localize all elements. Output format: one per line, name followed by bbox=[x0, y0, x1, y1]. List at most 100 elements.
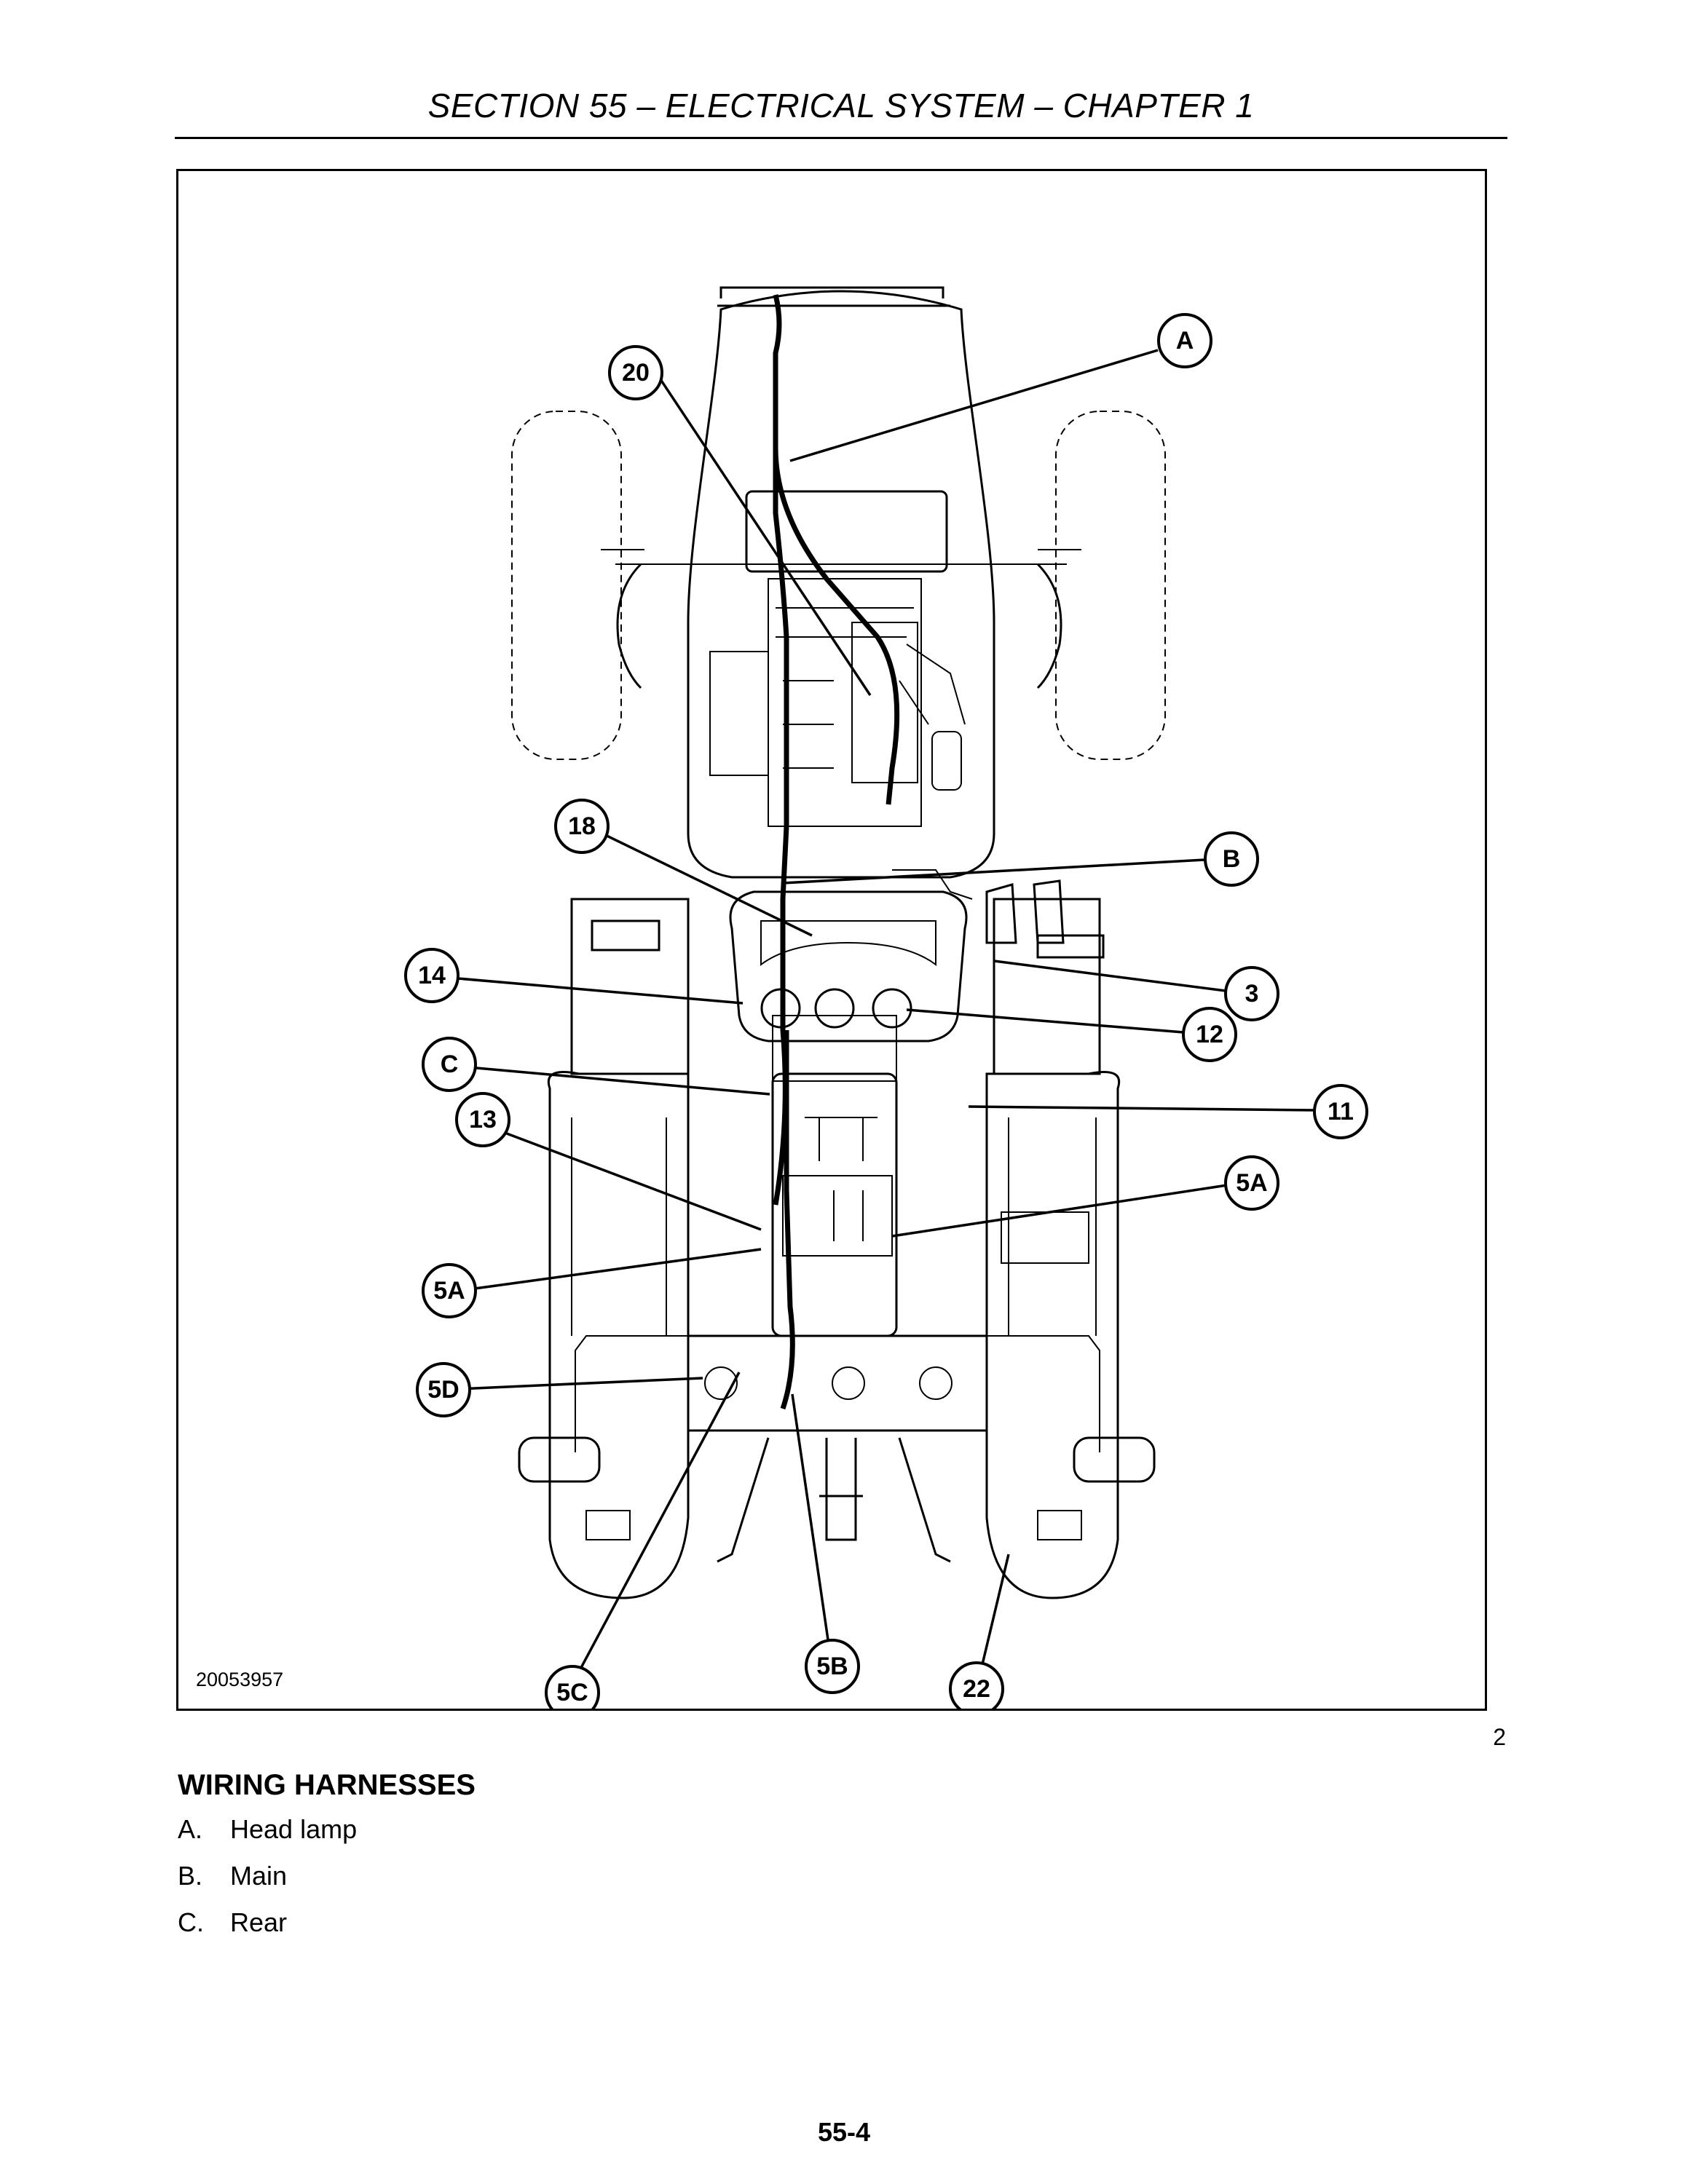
hydraulic-block bbox=[782, 1175, 893, 1257]
legend-text: Main bbox=[230, 1861, 288, 1891]
engine-details bbox=[776, 607, 966, 769]
svg-text:5A: 5A bbox=[1236, 1169, 1267, 1197]
instrument-cluster bbox=[760, 920, 936, 966]
callout-11: 11 bbox=[1313, 1084, 1368, 1139]
svg-text:22: 22 bbox=[963, 1675, 990, 1703]
right-rear-lamp-bracket bbox=[1037, 1510, 1082, 1540]
svg-text:3: 3 bbox=[1245, 980, 1259, 1008]
engine-filter bbox=[931, 731, 962, 791]
leader-C bbox=[468, 1066, 770, 1096]
leader-A bbox=[789, 349, 1159, 462]
leader-14 bbox=[449, 976, 744, 1005]
leader-5B bbox=[791, 1393, 832, 1655]
svg-text:5B: 5B bbox=[816, 1653, 848, 1680]
left-lower-link bbox=[717, 1437, 770, 1563]
callout-C: C bbox=[422, 1037, 477, 1092]
left-fender bbox=[548, 1071, 690, 1599]
legend-text: Head lamp bbox=[230, 1814, 358, 1844]
left-tail-lamp bbox=[518, 1436, 601, 1483]
svg-text:5D: 5D bbox=[427, 1376, 459, 1404]
svg-text:11: 11 bbox=[1328, 1098, 1354, 1125]
leader-11 bbox=[968, 1105, 1315, 1112]
leader-22 bbox=[978, 1554, 1010, 1677]
legend-letter: C. bbox=[178, 1907, 204, 1937]
left-rear-lamp-bracket bbox=[585, 1510, 631, 1540]
front-right-tire bbox=[1055, 411, 1166, 760]
callout-3: 3 bbox=[1224, 966, 1279, 1021]
right-lower-link bbox=[898, 1437, 951, 1563]
svg-text:C: C bbox=[441, 1051, 459, 1078]
left-steering-arm bbox=[616, 563, 642, 689]
engine-side-left bbox=[709, 651, 769, 776]
transmission-details bbox=[805, 1117, 877, 1241]
gauge-center bbox=[814, 988, 855, 1029]
svg-text:12: 12 bbox=[1196, 1021, 1223, 1048]
page-header: SECTION 55 – ELECTRICAL SYSTEM – CHAPTER… bbox=[427, 87, 1255, 124]
front-axle bbox=[601, 549, 1081, 565]
callout-A: A bbox=[1157, 313, 1212, 368]
dashboard-outline bbox=[729, 890, 968, 1042]
svg-text:A: A bbox=[1176, 327, 1194, 355]
right-wire-lead bbox=[892, 869, 973, 900]
legend-item-main: B. Main bbox=[178, 1861, 357, 1907]
svg-text:5A: 5A bbox=[433, 1277, 465, 1305]
rear-axle-center-hub bbox=[832, 1366, 865, 1400]
rear-harness bbox=[780, 1030, 795, 1410]
leader-20 bbox=[650, 365, 872, 696]
main-harness bbox=[773, 448, 789, 1206]
leader-B bbox=[782, 858, 1206, 885]
right-steering-arm bbox=[1036, 563, 1062, 689]
leader-3 bbox=[993, 960, 1226, 992]
callout-5C: 5C bbox=[545, 1665, 600, 1709]
figure-id: 20053957 bbox=[196, 1669, 284, 1690]
leader-5A-right bbox=[891, 1184, 1228, 1238]
rear-axle-housing bbox=[687, 1334, 988, 1432]
figure-number: 2 bbox=[1493, 1724, 1506, 1750]
legend-text: Rear bbox=[230, 1907, 288, 1937]
leader-5A-left bbox=[474, 1248, 762, 1290]
gauge-right bbox=[872, 988, 912, 1029]
rear-axle-right-hub bbox=[919, 1366, 953, 1400]
legend-item-head-lamp: A. Head lamp bbox=[178, 1814, 357, 1861]
callout-5D: 5D bbox=[416, 1362, 471, 1417]
callout-5A-left: 5A bbox=[422, 1263, 477, 1318]
head-lamp-harness bbox=[773, 294, 900, 805]
callout-5A-right: 5A bbox=[1224, 1155, 1279, 1211]
right-platform bbox=[993, 898, 1101, 1075]
callout-B: B bbox=[1204, 831, 1259, 887]
leader-18 bbox=[599, 831, 813, 937]
leader-13 bbox=[489, 1125, 762, 1231]
engine-pump bbox=[851, 622, 918, 783]
svg-text:18: 18 bbox=[568, 812, 596, 840]
svg-text:13: 13 bbox=[469, 1106, 497, 1133]
legend-item-rear: C. Rear bbox=[178, 1907, 357, 1954]
leader-12 bbox=[906, 1008, 1184, 1034]
right-fender bbox=[985, 1071, 1120, 1599]
left-pedal bbox=[591, 919, 660, 951]
page-number: 55-4 bbox=[817, 2117, 871, 2147]
engine-top bbox=[745, 490, 948, 573]
tractor-wiring-diagram: A 20 18 B 14 3 12 C 11 13 5A 5A 5D 5C 5B… bbox=[404, 286, 1368, 1709]
svg-text:5C: 5C bbox=[556, 1679, 588, 1706]
right-tail-lamp bbox=[1073, 1436, 1156, 1483]
section-title: WIRING HARNESSES bbox=[178, 1769, 476, 1801]
callout-22: 22 bbox=[949, 1661, 1004, 1709]
svg-text:20: 20 bbox=[622, 359, 650, 387]
left-platform bbox=[570, 898, 690, 1075]
callout-20: 20 bbox=[608, 345, 663, 400]
left-rear-wire bbox=[575, 1335, 688, 1452]
leader-5C bbox=[570, 1372, 741, 1686]
callout-18: 18 bbox=[554, 799, 610, 854]
front-bumper bbox=[717, 286, 950, 307]
callout-5B: 5B bbox=[805, 1639, 860, 1694]
leader-5D bbox=[457, 1377, 703, 1390]
svg-text:B: B bbox=[1223, 845, 1241, 873]
right-rear-wire bbox=[987, 1335, 1100, 1452]
legend-letter: B. bbox=[178, 1861, 203, 1891]
right-pedals bbox=[985, 879, 1105, 959]
figure-frame: A 20 18 B 14 3 12 C 11 13 5A 5A 5D 5C 5B… bbox=[176, 169, 1487, 1711]
pto-shaft bbox=[819, 1438, 863, 1541]
svg-text:14: 14 bbox=[418, 962, 446, 989]
hood-outline bbox=[687, 290, 995, 879]
callout-14: 14 bbox=[404, 948, 460, 1003]
